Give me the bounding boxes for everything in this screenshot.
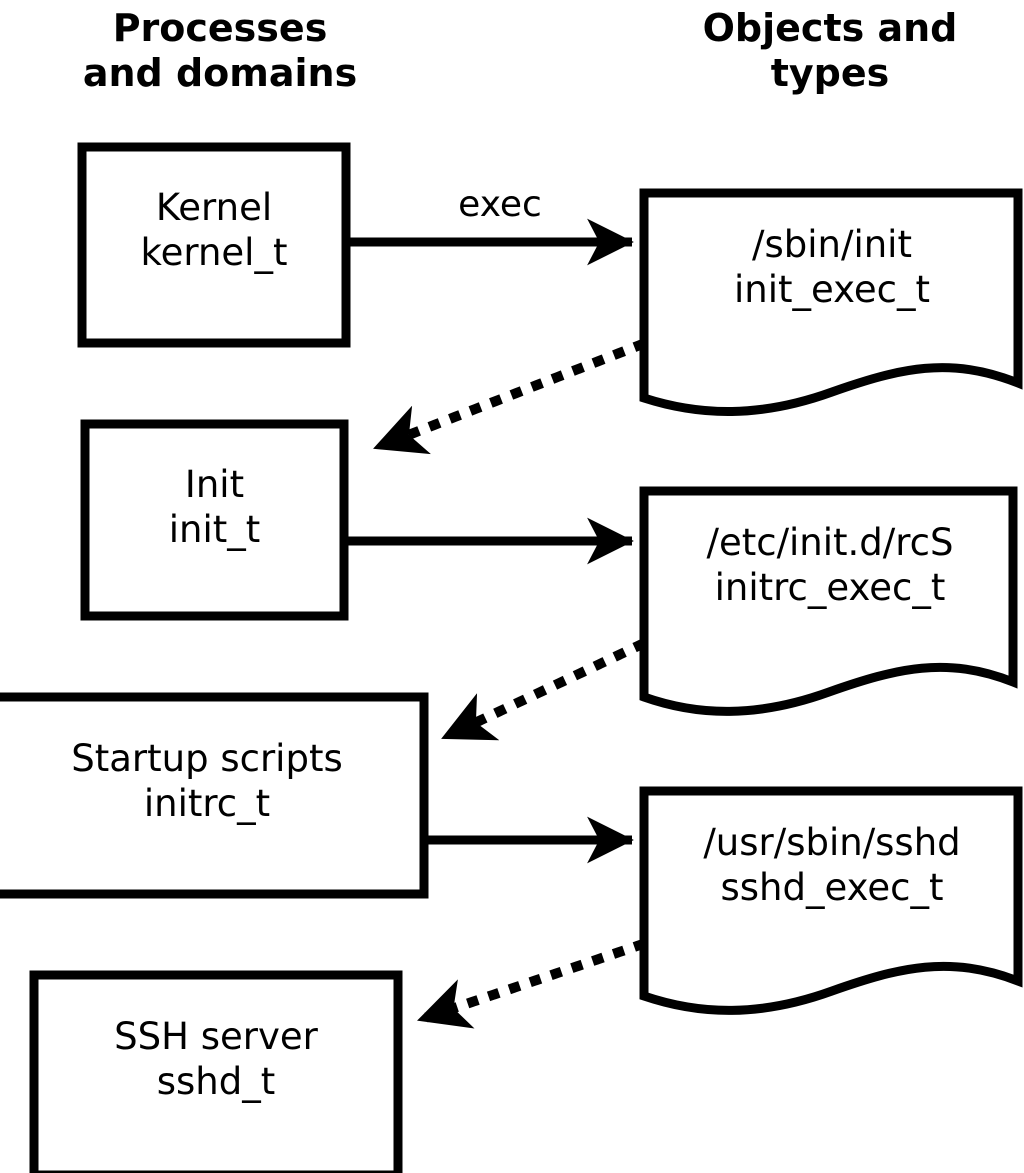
object-node-init-exec[interactable] — [639, 188, 1023, 416]
edge-sshd-exec-to-sshd — [412, 938, 647, 1029]
kernel-box[interactable] — [77, 142, 351, 348]
edge-initrc-exec-to-initrc — [436, 638, 647, 745]
column-heading-processes: Processes and domains — [82, 6, 358, 95]
object-node-sshd-exec[interactable] — [639, 786, 1023, 1015]
init-exec-document[interactable] — [639, 188, 1023, 416]
process-node-kernel[interactable] — [77, 142, 351, 348]
sshd-exec-document[interactable] — [639, 786, 1023, 1015]
column-heading-objects: Objects and types — [702, 6, 958, 95]
object-node-initrc-exec[interactable] — [639, 486, 1018, 716]
initrc-exec-document[interactable] — [639, 486, 1018, 716]
process-node-sshd[interactable] — [29, 970, 403, 1173]
initrc-box[interactable] — [0, 692, 429, 899]
edge-init-exec-to-init — [368, 338, 647, 455]
sshd-box[interactable] — [29, 970, 403, 1173]
process-node-init[interactable] — [80, 419, 349, 621]
process-node-initrc[interactable] — [0, 692, 429, 899]
edge-label-exec: exec — [458, 184, 542, 225]
init-box[interactable] — [80, 419, 349, 621]
